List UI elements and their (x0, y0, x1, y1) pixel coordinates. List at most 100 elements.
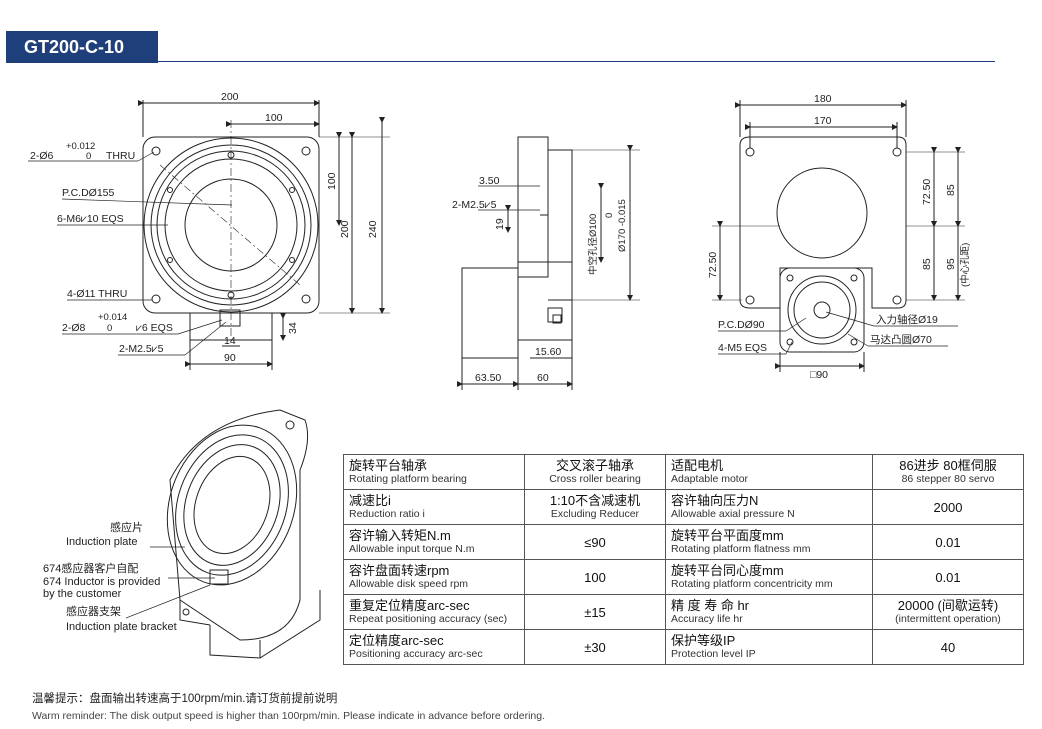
rear-view (712, 100, 965, 372)
spec-value: ±30 (524, 629, 666, 665)
spec-text-cn: 1:10不含减速机 (549, 493, 641, 508)
hole-tol-upper: +0.012 (66, 141, 95, 152)
spec-text-en: Rotating platform bearing (349, 473, 467, 485)
dim-85-b: 85 (921, 258, 933, 270)
m6-callout: 6-M6⩗10 EQS (57, 213, 124, 225)
bracket-cn: 感应器支架 (66, 606, 121, 618)
spec-text-cn: ±30 (584, 639, 606, 655)
spec-text-cn: 重复定位精度arc-sec (349, 598, 470, 613)
dim-180: 180 (814, 93, 832, 105)
reminder-en: Warm reminder: The disk output speed is … (32, 710, 546, 722)
spec-text-en: Repeat positioning accuracy (sec) (349, 613, 508, 625)
spec-text-en: Rotating platform concentricity mm (671, 578, 833, 590)
spec-text-cn: 20000 (间歇运转) (897, 598, 999, 613)
spec-text-cn: 40 (940, 639, 956, 655)
spec-text-en: Accuracy life hr (671, 613, 743, 625)
spec-text-cn: 100 (584, 569, 606, 585)
spec-text-en: (intermittent operation) (895, 613, 1001, 625)
bracket-en: Induction plate bracket (66, 621, 177, 633)
spec-text-cn: 定位精度arc-sec (349, 633, 444, 648)
model-title: GT200-C-10 (6, 31, 158, 63)
pin-tol-upper: +0.014 (98, 312, 127, 323)
isometric-view (125, 409, 321, 659)
center-hole-note: (中心孔距) (959, 243, 971, 287)
spec-value: 20000 (间歇运转)(intermittent operation) (872, 594, 1024, 630)
spec-text-en: Excluding Reducer (550, 508, 640, 520)
side-view-labels: 3.50 2-M2.5⩗5 19 中空孔径Ø100 0 Ø170 -0.015 … (452, 175, 628, 384)
pcd-90: P.C.DØ90 (718, 319, 765, 331)
dim-170: 170 (814, 115, 832, 127)
bore-label: 中空孔径Ø100 (587, 214, 599, 275)
dim-100-top: 100 (265, 112, 283, 124)
reminder-cn: 温馨提示：盘面输出转速高于100rpm/min.请订货前提前说明 (32, 693, 338, 705)
rear-view-labels: 180 170 72.50 85 85 95 (中心孔距) 72.50 P.C.… (707, 93, 971, 381)
spec-value: 0.01 (872, 524, 1024, 560)
pin-depth: ⩗6 EQS (136, 322, 173, 334)
spec-text-cn: 86进步 80框伺服 (899, 458, 997, 473)
side-view (457, 136, 640, 390)
inductor-en2: by the customer (43, 588, 122, 600)
spec-value: 40 (872, 629, 1024, 665)
dim-240: 240 (367, 220, 379, 238)
m25-callout-side: 2-M2.5⩗5 (452, 199, 497, 211)
spec-text-en: Cross roller bearing (549, 473, 641, 485)
spec-text-cn: 0.01 (935, 534, 961, 550)
spec-text-cn: 适配电机 (671, 458, 724, 473)
spec-text-en: 86 stepper 80 servo (901, 473, 995, 485)
spec-text-cn: 精 度 寿 命 hr (671, 598, 750, 613)
spec-text-en: Adaptable motor (671, 473, 749, 485)
inductor-cn: 674感应器客户自配 (43, 563, 139, 575)
spec-text-cn: ≤90 (584, 534, 606, 550)
induction-plate-en: Induction plate (66, 536, 138, 548)
spec-text-cn: 旋转平台平面度mm (671, 528, 784, 543)
spec-text-cn: 减速比i (349, 493, 391, 508)
m25-callout-front: 2-M2.5⩗5 (119, 343, 164, 355)
dim-95: 95 (945, 258, 957, 270)
motor-boss: 马达凸圆Ø70 (870, 334, 932, 346)
front-view-labels: 200 100 100 200 240 +0.012 0 2-Ø6 THRU P… (30, 91, 379, 364)
dim-350: 3.50 (479, 175, 500, 187)
spec-text-cn: 保护等级IP (671, 633, 736, 648)
induction-plate-cn: 感应片 (110, 522, 143, 534)
dim-14: 14 (224, 335, 236, 347)
spec-text-en: Allowable axial pressure N (671, 508, 795, 520)
pin-callout: 2-Ø8 (62, 322, 86, 334)
dim-200-right: 200 (339, 220, 351, 238)
m5-callout: 4-M5 EQS (718, 342, 767, 354)
dim-100-right: 100 (326, 172, 338, 190)
spec-value: ≤90 (524, 524, 666, 560)
side-tol-upper: 0 (604, 213, 615, 218)
spec-text-en: Allowable input torque N.m (349, 543, 475, 555)
spec-text-cn: 容许输入转矩N.m (349, 528, 451, 543)
spec-text-en: Protection level IP (671, 648, 756, 660)
hole-tol-lower: 0 (86, 151, 91, 162)
spec-text-cn: 交叉滚子轴承 (555, 458, 634, 473)
dim-200: 200 (221, 91, 239, 103)
inductor-en1: 674 Inductor is provided (43, 576, 161, 588)
spec-text-cn: 旋转平台轴承 (349, 458, 428, 473)
spec-text-en: Positioning accuracy arc-sec (349, 648, 483, 660)
hole-11: 4-Ø11 THRU (67, 288, 127, 300)
dim-6350: 63.50 (475, 372, 501, 384)
side-tol-lower: Ø170 -0.015 (617, 199, 628, 252)
spec-value: 2000 (872, 489, 1024, 525)
dim-85-a: 85 (945, 184, 957, 196)
pin-tol-lower: 0 (107, 323, 112, 334)
